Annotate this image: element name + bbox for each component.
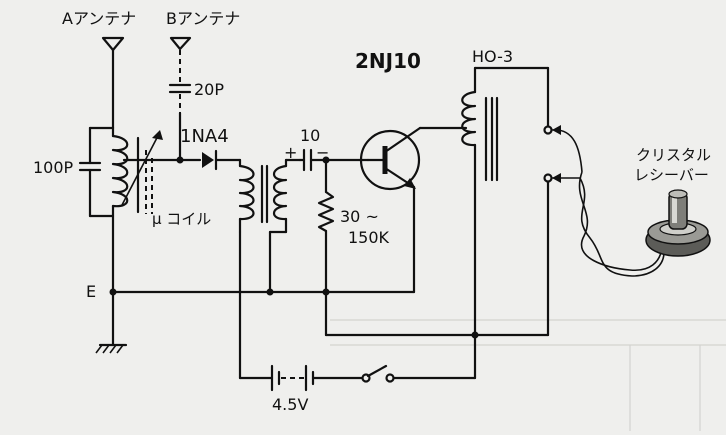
transistor-label: 2NJ10 xyxy=(355,49,421,73)
antenna-a-symbol xyxy=(101,36,125,130)
antenna-a-label: Aアンテナ xyxy=(62,9,136,28)
crystal-receiver-icon xyxy=(645,189,711,257)
ground-bus xyxy=(95,290,416,354)
background-bleed xyxy=(330,319,726,431)
diode-label: 1NA4 xyxy=(180,126,229,147)
coupling-cap-value: 10 xyxy=(300,126,320,145)
battery-4-5v xyxy=(238,364,364,392)
capacitor-20p-label: 20P xyxy=(194,80,224,99)
tuning-capacitor-100p xyxy=(78,126,115,218)
resistor-label-line2: 150K xyxy=(348,228,390,247)
antenna-b-symbol xyxy=(168,36,192,162)
antenna-b-label: Bアンテナ xyxy=(166,9,240,28)
transistor-2nj10 xyxy=(359,126,468,294)
coupling-capacitor-10 xyxy=(298,148,370,172)
ground-label: E xyxy=(86,282,96,301)
coupling-cap-plus: + xyxy=(284,143,297,162)
output-transformer-label: HO-3 xyxy=(472,47,513,66)
diode-1na4 xyxy=(202,149,242,171)
mu-coil xyxy=(111,126,202,297)
battery-label: 4.5V xyxy=(272,395,308,414)
junction-dot xyxy=(109,288,117,296)
junction-dot xyxy=(471,331,479,339)
receiver-leads xyxy=(551,125,665,277)
capacitor-100p-label: 100P xyxy=(33,158,74,177)
bias-resistor xyxy=(317,158,335,294)
mu-coil-label: μ コイル xyxy=(152,210,211,228)
power-switch xyxy=(361,364,477,383)
receiver-label-line2: レシーバー xyxy=(634,166,709,184)
interstage-transformer xyxy=(238,158,302,380)
receiver-label-line1: クリスタル xyxy=(636,146,711,164)
output-transformer xyxy=(324,66,553,380)
junction-dot xyxy=(322,288,330,296)
junction-dot xyxy=(176,156,184,164)
junction-dot xyxy=(266,288,274,296)
resistor-label-line1: 30 ~ xyxy=(340,207,379,226)
